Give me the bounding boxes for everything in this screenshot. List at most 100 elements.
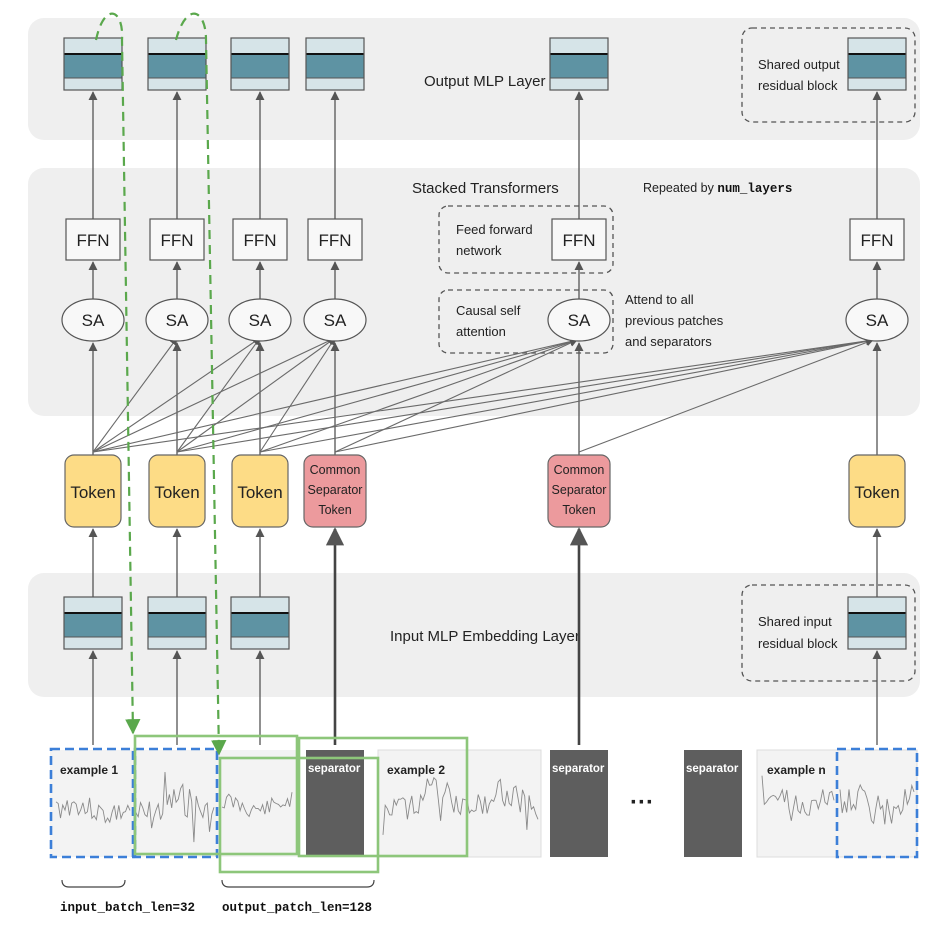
- attention-arrow-1: [92, 337, 178, 453]
- shared-output-callout: [741, 27, 916, 123]
- separator-token-label: Common: [554, 463, 605, 477]
- sa-node-3: SA: [228, 298, 292, 342]
- input-mlp-block-2: [147, 596, 207, 650]
- shared-input-callout: [741, 584, 916, 682]
- ffn-box-1: FFN: [65, 218, 121, 261]
- input-mlp-blocks: [63, 596, 907, 650]
- attention-arrow-10: [334, 339, 578, 453]
- example-n-waveform-a: [761, 775, 835, 821]
- attention-arrow-14: [334, 337, 874, 453]
- attention-arrow-12: [176, 337, 874, 453]
- input-patch-outline-1: [49, 747, 135, 859]
- example-1-label: example 1: [60, 763, 118, 777]
- sa-node-2: SA: [145, 298, 209, 342]
- causal-text-2: attention: [456, 324, 506, 339]
- output-mlp-blocks: [63, 37, 907, 91]
- attention-arrow-9: [259, 338, 578, 453]
- ffn-blocks: FFN FFN FFN FFN FFN FFN: [65, 218, 905, 261]
- sa-label: SA: [249, 311, 272, 330]
- attention-arrow-2: [92, 337, 261, 453]
- shared-input-text-2: residual block: [758, 636, 838, 651]
- token-label: Token: [237, 483, 282, 502]
- sa-label: SA: [866, 311, 889, 330]
- token-block-3: Token: [231, 454, 289, 528]
- output-mlp-block-1: [63, 37, 123, 91]
- repeated-prefix: Repeated by: [643, 181, 717, 195]
- feed-forward-text-2: network: [456, 243, 502, 258]
- ffn-label: FFN: [860, 231, 893, 250]
- separator-label-3: separator: [686, 763, 739, 775]
- ffn-box-4: FFN: [307, 218, 363, 261]
- attend-text-2: previous patches: [625, 313, 724, 328]
- example-2-waveform: [382, 776, 539, 835]
- token-label: Token: [70, 483, 115, 502]
- ffn-box-2: FFN: [149, 218, 205, 261]
- connector-arrows: [88, 91, 882, 745]
- stacked-transformers-panel: [28, 168, 920, 416]
- separator-token-label: Separator: [308, 483, 363, 497]
- shared-input-text-1: Shared input: [758, 614, 832, 629]
- sa-node-1: SA: [61, 298, 125, 342]
- attend-text-1: Attend to all: [625, 292, 694, 307]
- attention-arrow-7: [92, 337, 578, 453]
- token-block-2: Token: [148, 454, 206, 528]
- input-mlp-block-4: [847, 596, 907, 650]
- output-patch-brace: [221, 879, 375, 888]
- input-mlp-block-1: [63, 596, 123, 650]
- output-patch-outline-3: [297, 736, 469, 858]
- example-1-waveform-a: [55, 797, 131, 824]
- sa-node-5: SA: [547, 298, 611, 342]
- attention-arrow-13: [259, 337, 874, 453]
- feed-forward-text-1: Feed forward: [456, 222, 533, 237]
- output-mlp-layer-title: Output MLP Layer: [424, 73, 545, 90]
- sa-label: SA: [166, 311, 189, 330]
- example-1-waveform-b: [135, 771, 215, 843]
- separator-token-label: Token: [562, 503, 595, 517]
- self-attention-nodes: SA SA SA SA SA SA: [61, 298, 909, 342]
- separator-label-2: separator: [552, 763, 605, 775]
- separator-token-label: Separator: [552, 483, 607, 497]
- sa-node-6: SA: [845, 298, 909, 342]
- output-patch-outline-1: [133, 734, 299, 856]
- input-mlp-layer-title: Input MLP Embedding Layer: [390, 628, 580, 645]
- causal-attention-callout: [438, 289, 614, 354]
- attention-arrow-6: [259, 337, 336, 453]
- attention-arrow-15: [578, 338, 874, 453]
- separator-token-label: Token: [318, 503, 351, 517]
- ffn-label: FFN: [562, 231, 595, 250]
- attention-arrow-4: [176, 337, 261, 453]
- example-n-waveform-b: [839, 783, 915, 825]
- output-mlp-block-6: [847, 37, 907, 91]
- ffn-label: FFN: [318, 231, 351, 250]
- ellipsis: ···: [630, 789, 654, 816]
- attention-arrow-5: [176, 337, 336, 453]
- token-block-1: Token: [64, 454, 122, 528]
- feedback-arrow-1: [94, 12, 141, 735]
- shared-output-text-2: residual block: [758, 78, 838, 93]
- attention-arrow-11: [92, 337, 874, 453]
- output-mlp-block-3: [230, 37, 290, 91]
- feedback-arrow-2: [174, 12, 227, 756]
- separator-block-1: [306, 750, 364, 857]
- shared-output-text-1: Shared output: [758, 57, 840, 72]
- ffn-box-6: FFN: [849, 218, 905, 261]
- sa-label: SA: [568, 311, 591, 330]
- sa-label: SA: [324, 311, 347, 330]
- example-1-series-bg: [50, 750, 300, 857]
- attention-arrow-3: [92, 337, 336, 453]
- input-patch-outline-3: [835, 747, 919, 859]
- causal-text-1: Causal self: [456, 303, 521, 318]
- ffn-box-3: FFN: [232, 218, 288, 261]
- output-mlp-block-5: [549, 37, 609, 91]
- repeated-note: Repeated by num_layers: [643, 181, 792, 196]
- token-label: Token: [854, 483, 899, 502]
- token-block-6: Token: [848, 454, 906, 528]
- ffn-label: FFN: [160, 231, 193, 250]
- example-1-waveform-c: [221, 792, 293, 818]
- num-layers-code: num_layers: [717, 182, 792, 196]
